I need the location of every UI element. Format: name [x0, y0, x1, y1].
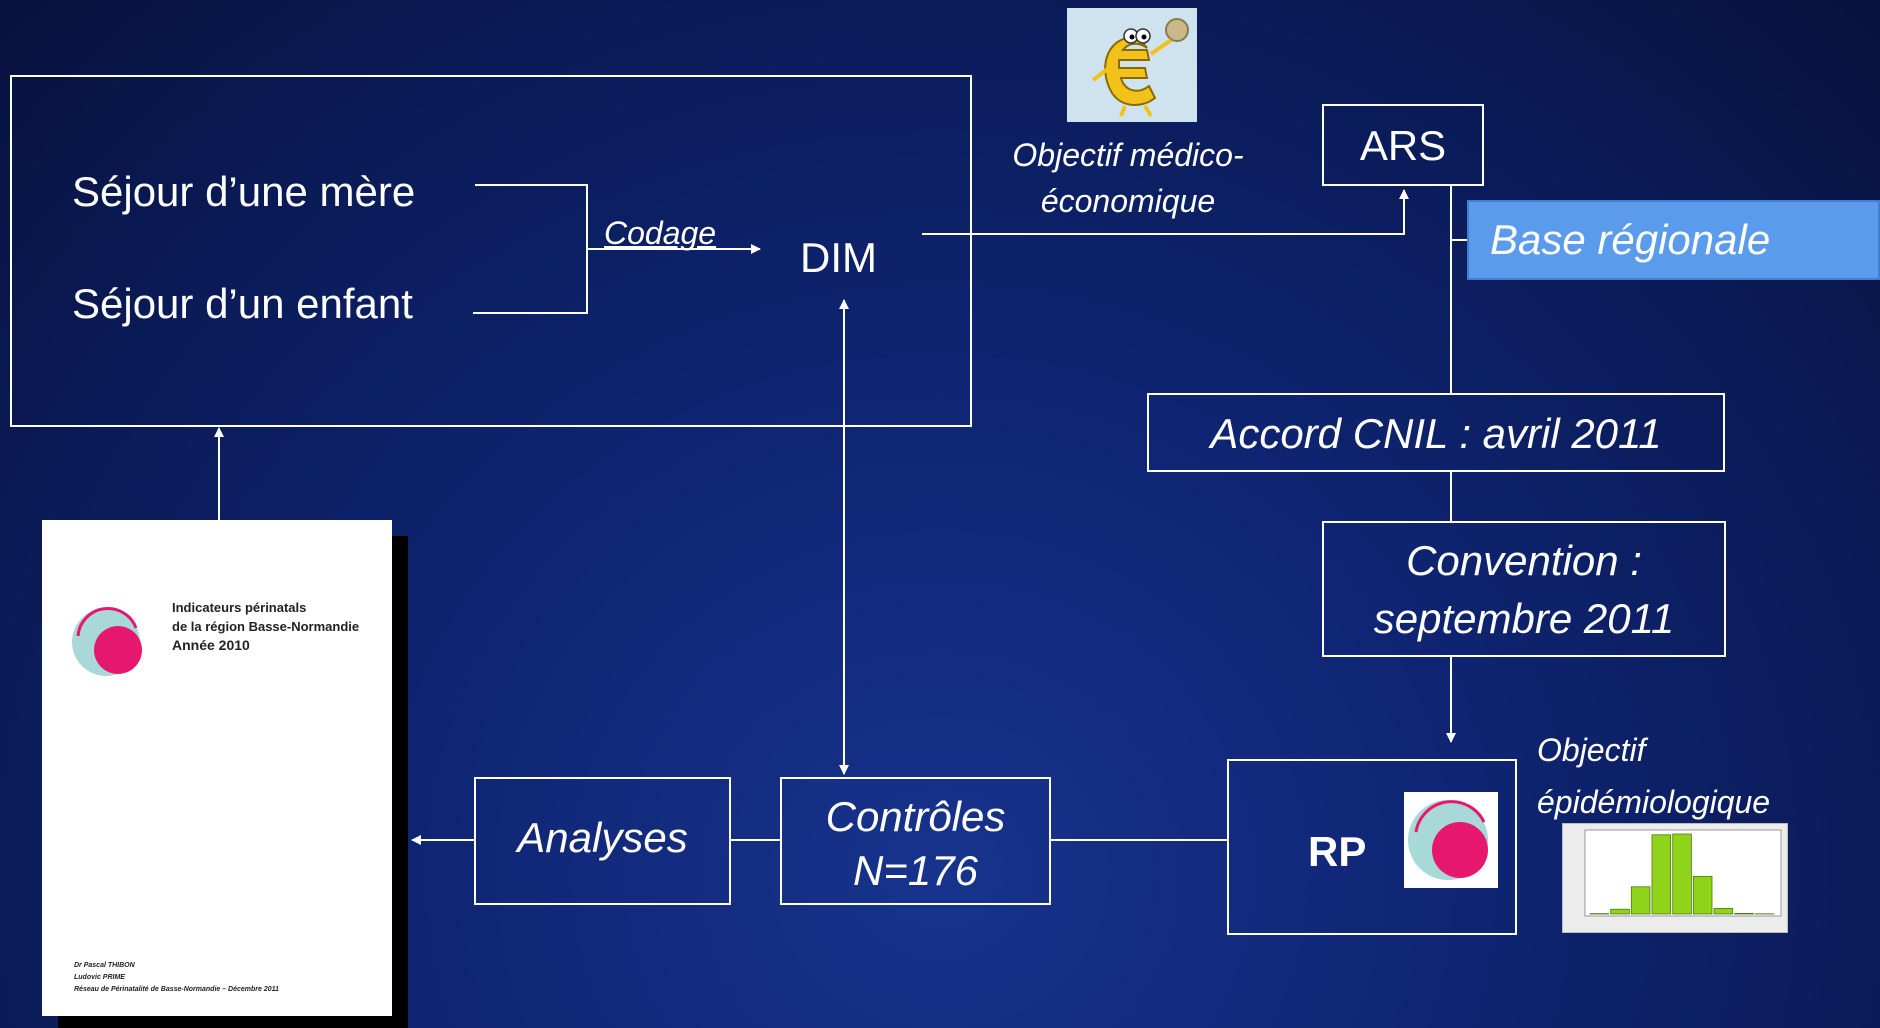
ars-label: ARS [1359, 122, 1447, 169]
objectif-epi-line1: Objectif [1537, 732, 1646, 768]
ars-box [1322, 104, 1484, 186]
report-footer-line2: Ludovic PRIME [74, 974, 125, 981]
objectif-medico-line1: Objectif médico- [1012, 137, 1244, 173]
report-footer: Dr Pascal THIBON Ludovic PRIME Réseau de… [74, 960, 279, 996]
base-regionale-box [1467, 200, 1880, 280]
objectif-epi-line2: épidémiologique [1537, 784, 1771, 820]
controles-box [780, 777, 1051, 905]
report-title: Indicateurs périnatals de la région Bass… [172, 598, 359, 655]
analyses-box [474, 777, 731, 905]
histogram-thumbnail [1562, 823, 1788, 933]
report-title-line1: Indicateurs périnatals [172, 600, 307, 615]
histogram-bar [1651, 834, 1672, 915]
euro-mascot-icon [1067, 8, 1197, 122]
report-document: Indicateurs périnatals de la région Bass… [42, 520, 392, 1016]
accord-cnil-label: Accord CNIL : avril 2011 [1210, 410, 1662, 457]
rp-label: RP [1308, 828, 1367, 875]
base-regionale-label: Base régionale [1490, 216, 1771, 263]
convention-line1: Convention : [1406, 537, 1642, 584]
histogram-bar [1713, 908, 1734, 915]
accord-cnil-box [1147, 393, 1725, 472]
histogram-plot [1584, 829, 1782, 917]
dim-label: DIM [800, 234, 877, 281]
objectif-medico-label: Objectif médico- économique [978, 132, 1278, 224]
report-title-line3: Année 2010 [172, 637, 250, 653]
controles-line1: Contrôles [825, 793, 1006, 840]
convention-line2: septembre 2011 [1373, 595, 1675, 642]
report-footer-line3: Réseau de Périnatalité de Basse-Normandi… [74, 986, 279, 993]
histogram-bar [1672, 833, 1692, 915]
report-footer-line1: Dr Pascal THIBON [74, 962, 135, 969]
histogram-bar [1630, 886, 1651, 915]
objectif-medico-line2: économique [1040, 183, 1216, 219]
report-logo [70, 600, 150, 684]
controles-label: Contrôles N=176 [780, 790, 1051, 898]
analyses-label: Analyses [517, 814, 688, 861]
hospital-stays-box [10, 75, 972, 427]
histogram-bar [1610, 908, 1630, 915]
convention-label: Convention : septembre 2011 [1322, 532, 1726, 648]
histogram-bar [1692, 876, 1713, 915]
objectif-epi-label: Objectif épidémiologique [1537, 724, 1770, 828]
perinatal-network-logo [1404, 792, 1498, 888]
histogram-bar [1734, 913, 1754, 915]
controles-line2: N=176 [853, 847, 978, 894]
codage-label: Codage [604, 215, 717, 251]
convention-box [1322, 521, 1726, 657]
sejour-mere-label: Séjour d’une mère [72, 168, 416, 215]
rp-box [1227, 759, 1517, 935]
report-title-line2: de la région Basse-Normandie [172, 619, 360, 634]
sejour-enfant-label: Séjour d’un enfant [72, 280, 413, 327]
